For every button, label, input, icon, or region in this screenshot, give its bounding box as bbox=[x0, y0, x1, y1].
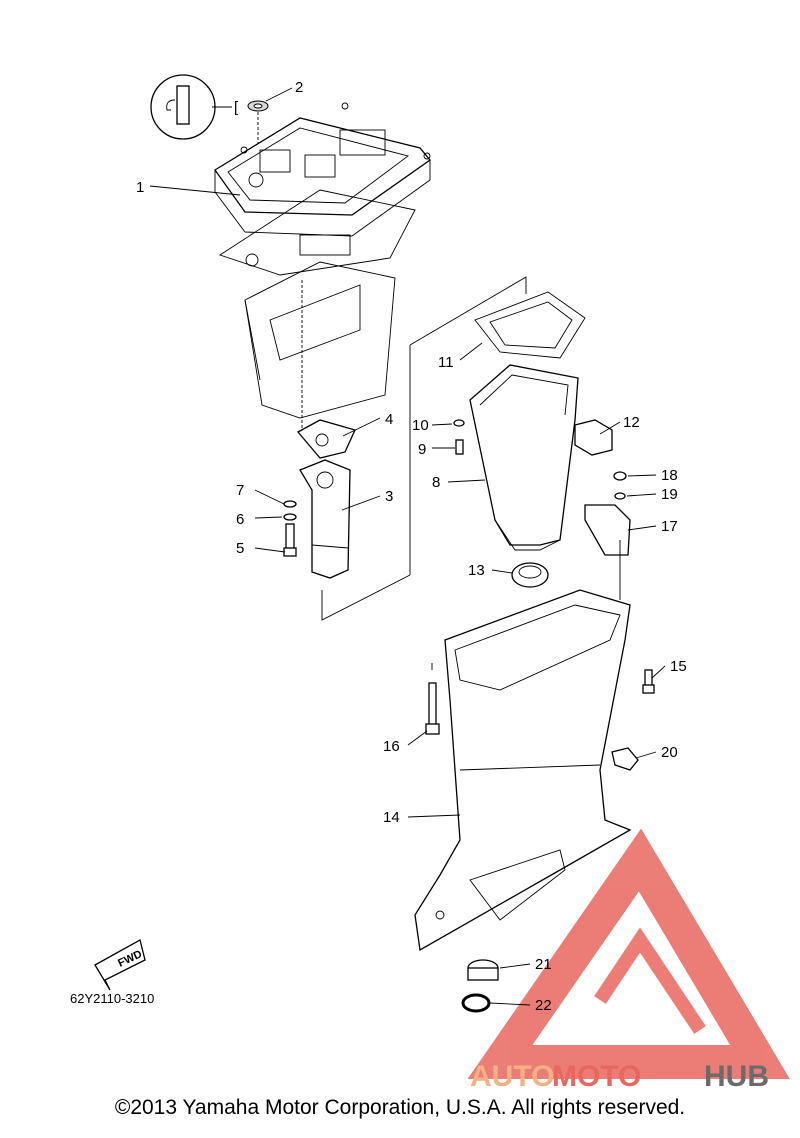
callout-12: 12 bbox=[623, 414, 640, 431]
callout-8: 8 bbox=[432, 474, 440, 491]
callout-1: 1 bbox=[136, 179, 144, 196]
callout-18: 18 bbox=[661, 467, 678, 484]
callout-3: 3 bbox=[385, 488, 393, 505]
part-4-gasket bbox=[296, 419, 356, 459]
callout-2: 2 bbox=[295, 79, 303, 96]
watermark-auto: AUTO bbox=[470, 1060, 554, 1093]
part-20-cap bbox=[611, 747, 639, 771]
callout-21: 21 bbox=[535, 956, 552, 973]
fwd-arrow-icon: FWD bbox=[94, 939, 146, 991]
automotohub-wordmark: AUTO MOTO HUB bbox=[470, 1060, 769, 1093]
part-11-gasket bbox=[474, 291, 586, 359]
callout-labels: 1 2 3 4 5 6 7 8 9 10 11 12 13 14 15 16 1… bbox=[136, 79, 687, 1014]
parts-9-10-bolt bbox=[453, 419, 465, 455]
parts-5-6-7-bolt-washers bbox=[283, 500, 297, 557]
part-21-grommet bbox=[467, 959, 499, 981]
bracket-symbol: [ bbox=[234, 99, 239, 116]
watermark-hub: HUB bbox=[704, 1060, 769, 1093]
part-1-upper-plate bbox=[214, 102, 431, 237]
callout-17: 17 bbox=[661, 518, 678, 535]
part-12-seal bbox=[574, 419, 613, 456]
callout-16: 16 bbox=[383, 738, 400, 755]
leader-lines bbox=[149, 87, 666, 1006]
part-14-lower-casing bbox=[414, 589, 632, 952]
copyright-notice: ©2013 Yamaha Motor Corporation, U.S.A. A… bbox=[114, 1096, 686, 1119]
callout-11: 11 bbox=[438, 354, 454, 371]
callout-19: 19 bbox=[661, 486, 678, 503]
oil-pan bbox=[244, 261, 396, 430]
sealant-inset bbox=[150, 74, 232, 140]
part-17-bracket bbox=[584, 471, 631, 600]
part-22-clip bbox=[461, 993, 491, 1013]
automotohub-logo bbox=[467, 828, 790, 1079]
callout-4: 4 bbox=[385, 411, 393, 428]
part-15-bolt bbox=[642, 669, 655, 694]
callout-6: 6 bbox=[236, 511, 244, 528]
callout-9: 9 bbox=[418, 441, 426, 458]
callout-5: 5 bbox=[236, 540, 244, 557]
part-16-stud bbox=[425, 663, 440, 735]
drawing-code: 62Y2110-3210 bbox=[70, 991, 154, 1006]
callout-22: 22 bbox=[535, 997, 552, 1014]
callout-10: 10 bbox=[412, 417, 429, 434]
part-3-exhaust-pipe bbox=[299, 459, 351, 579]
part-8-casing bbox=[469, 364, 579, 551]
callout-15: 15 bbox=[670, 658, 687, 675]
upper-gasket bbox=[218, 189, 416, 276]
watermark-moto: MOTO bbox=[552, 1060, 641, 1093]
callout-13: 13 bbox=[468, 562, 485, 579]
callout-20: 20 bbox=[661, 744, 678, 761]
callout-14: 14 bbox=[383, 809, 400, 826]
callout-7: 7 bbox=[236, 482, 244, 499]
part-13-seal-ring bbox=[511, 562, 549, 588]
assembly-bracket bbox=[321, 276, 527, 621]
